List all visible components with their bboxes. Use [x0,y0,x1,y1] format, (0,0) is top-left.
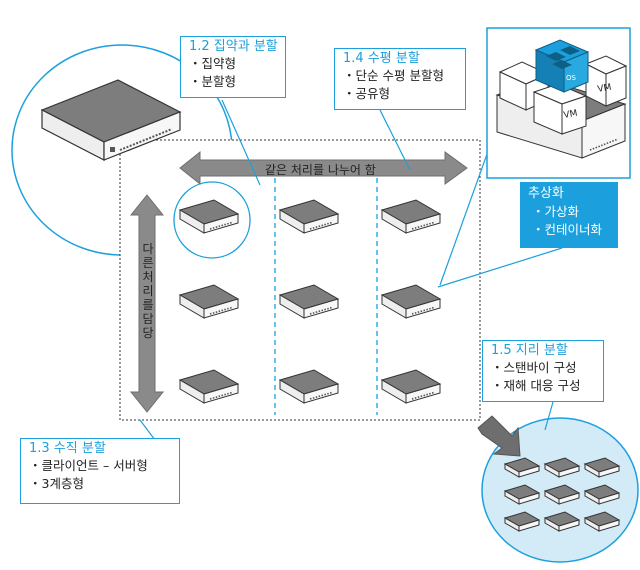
callout-horizontal: 1.4 수평 분할 단순 수평 분할형 공유형 [334,48,466,110]
callout-title: 1.2 집약과 분할 [189,39,278,54]
callout-item: 집약형 [189,55,277,73]
vertical-arrow-label-char: 담 [142,312,154,326]
callout-item: 공유형 [343,85,457,103]
horizontal-arrow-label: 같은 처리를 나누어 함 [265,163,376,177]
callout-geographic: 1.5 지리 분할 스탠바이 구성 재해 대응 구성 [482,340,604,402]
abstraction-box: 추상화 가상화 컨테이너화 [520,182,618,248]
large-server-icon [40,79,182,161]
connector-line [139,419,156,441]
connector-line [221,99,261,186]
selection-circle [173,181,251,259]
callout-consolidation: 1.2 집약과 분할 집약형 분할형 [180,36,286,98]
vertical-arrow-label-char: 른 [142,256,154,270]
connector-line [437,247,563,288]
horizontal-arrow [179,150,468,186]
vertical-arrow-label-char: 리 [142,284,154,298]
vm-label: VM [597,83,612,95]
callout-title: 1.5 지리 분할 [491,343,568,358]
callout-item: 3계층형 [29,475,171,493]
geographic-arrow [477,415,521,457]
vertical-arrow-label-char: 다 [142,242,154,256]
virtualized-server-icon [495,39,628,159]
vertical-arrow-label-char: 당 [142,326,154,340]
os-label: OS [566,74,577,82]
callout-item: 분할형 [189,73,277,91]
vm-label: VM [563,109,578,121]
callout-vertical: 1.3 수직 분할 클라이언트 – 서버형 3계층형 [20,438,180,504]
abstraction-item: 가상화 [528,203,610,221]
callout-item: 재해 대응 구성 [491,377,595,395]
vertical-arrow-label-char: 를 [142,298,154,312]
vertical-arrow [129,194,165,413]
callout-title: 1.4 수평 분할 [343,51,420,66]
callout-item: 단순 수평 분할형 [343,67,457,85]
callout-item: 클라이언트 – 서버형 [29,457,171,475]
abstraction-title: 추상화 [528,186,564,201]
abstraction-item: 컨테이너화 [528,221,610,239]
connector-line [379,109,411,171]
callout-title: 1.3 수직 분할 [29,441,106,456]
callout-item: 스탠바이 구성 [491,359,595,377]
vertical-arrow-label-char: 처 [142,270,154,284]
